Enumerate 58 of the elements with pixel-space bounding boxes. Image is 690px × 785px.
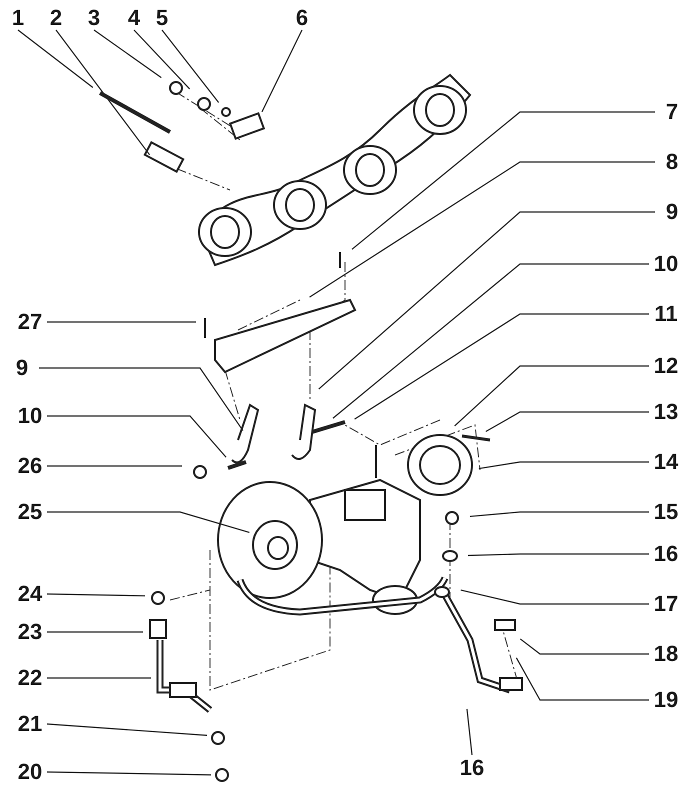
leader-line bbox=[56, 30, 150, 156]
leader-line bbox=[516, 658, 649, 701]
callout-number: 23 bbox=[13, 619, 47, 645]
callout-number: 25 bbox=[13, 499, 47, 525]
callout-number: 1 bbox=[1, 5, 35, 31]
callout-number: 22 bbox=[13, 665, 47, 691]
leader-line bbox=[468, 553, 649, 556]
leader-line bbox=[39, 367, 244, 431]
leader-line bbox=[486, 411, 649, 432]
leader-line bbox=[261, 30, 303, 112]
callout-number: 11 bbox=[649, 301, 683, 327]
leader-line bbox=[134, 30, 190, 90]
leader-line bbox=[162, 30, 220, 103]
leader-line bbox=[46, 723, 208, 736]
leader-line bbox=[478, 461, 649, 470]
callout-number: 10 bbox=[649, 251, 683, 277]
callout-number: 10 bbox=[13, 403, 47, 429]
leader-line bbox=[46, 771, 212, 776]
callout-number: 27 bbox=[13, 309, 47, 335]
leader-line bbox=[352, 111, 655, 250]
leader-line bbox=[520, 638, 649, 655]
callout-number: 13 bbox=[649, 399, 683, 425]
callout-number: 8 bbox=[655, 149, 689, 175]
leader-line bbox=[94, 30, 162, 78]
callout-number: 9 bbox=[655, 199, 689, 225]
callout-number: 21 bbox=[13, 711, 47, 737]
callout-number: 20 bbox=[13, 759, 47, 785]
callout-number: 17 bbox=[649, 591, 683, 617]
callout-number: 19 bbox=[649, 687, 683, 713]
callout-number: 14 bbox=[649, 449, 683, 475]
callout-number: 24 bbox=[13, 581, 47, 607]
leader-line bbox=[47, 631, 143, 633]
callout-number: 6 bbox=[285, 5, 319, 31]
callout-number: 7 bbox=[655, 99, 689, 125]
callout-number: 12 bbox=[649, 353, 683, 379]
callout-number: 16 bbox=[649, 541, 683, 567]
leader-line bbox=[454, 365, 649, 426]
leader-line bbox=[47, 415, 227, 458]
leader-line bbox=[18, 30, 94, 88]
leader-line bbox=[332, 263, 649, 419]
leader-line bbox=[466, 708, 473, 756]
callout-number: 3 bbox=[77, 5, 111, 31]
leader-line bbox=[47, 677, 151, 679]
leader-line bbox=[47, 511, 250, 534]
callout-number: 26 bbox=[13, 453, 47, 479]
leader-line bbox=[309, 161, 655, 298]
leader-line bbox=[47, 465, 182, 467]
leader-line bbox=[354, 313, 649, 420]
leader-line bbox=[460, 589, 649, 605]
callout-number: 9 bbox=[5, 355, 39, 381]
callout-number: 15 bbox=[649, 499, 683, 525]
leader-line bbox=[318, 211, 655, 390]
callout-number: 2 bbox=[39, 5, 73, 31]
callout-number: 18 bbox=[649, 641, 683, 667]
leader-line bbox=[470, 511, 649, 518]
callout-number: 16 bbox=[455, 755, 489, 781]
leader-line bbox=[47, 321, 196, 323]
leader-line bbox=[46, 593, 146, 596]
